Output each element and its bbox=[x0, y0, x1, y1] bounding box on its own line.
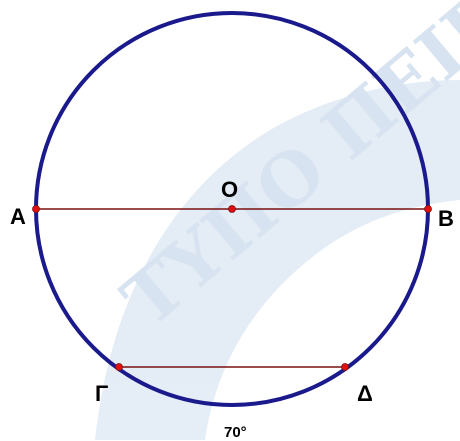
label-a: Α bbox=[10, 204, 26, 229]
arc-label: 70° bbox=[224, 424, 247, 441]
point-d bbox=[341, 363, 349, 371]
label-b: Β bbox=[438, 206, 454, 231]
point-b bbox=[424, 205, 432, 213]
label-g: Γ bbox=[95, 381, 108, 406]
watermark: ΤΥΠΟ ΠΕΙΡ bbox=[95, 0, 460, 440]
label-o: Ο bbox=[221, 177, 238, 202]
watermark-ring bbox=[95, 80, 460, 440]
point-a bbox=[32, 205, 40, 213]
point-g bbox=[115, 363, 123, 371]
point-o bbox=[228, 205, 236, 213]
label-d: Δ bbox=[357, 381, 373, 406]
